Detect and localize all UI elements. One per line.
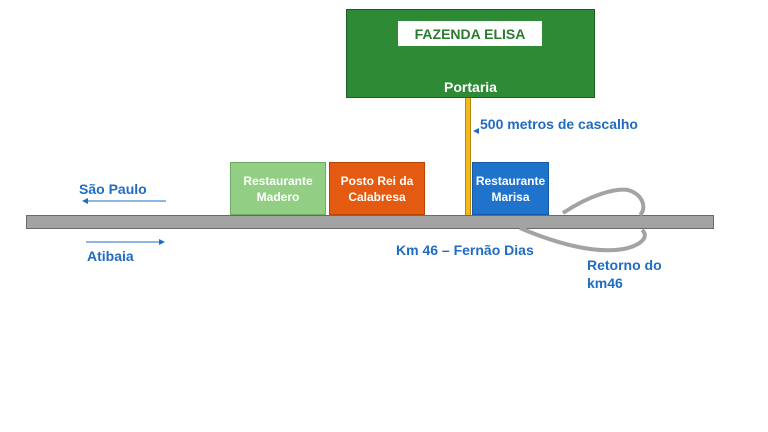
retorno-loop bbox=[561, 187, 646, 217]
sao-paulo-label: São Paulo bbox=[79, 181, 147, 197]
restaurante-madero: Restaurante Madero bbox=[230, 162, 326, 215]
retorno-loop-lower bbox=[519, 226, 647, 253]
gate-label: Portaria bbox=[444, 79, 497, 95]
retorno-label-line1: Retorno do bbox=[587, 257, 662, 273]
highway bbox=[26, 215, 714, 229]
retorno-label-line2: km46 bbox=[587, 275, 623, 291]
km46-label: Km 46 – Fernão Dias bbox=[396, 242, 534, 258]
retorno-label: Retorno do km46 bbox=[587, 256, 697, 292]
posto-rei-da-calabresa: Posto Rei da Calabresa bbox=[329, 162, 425, 215]
atibaia-label: Atibaia bbox=[87, 248, 134, 264]
farm-name: FAZENDA ELISA bbox=[398, 21, 542, 46]
gravel-road-label: 500 metros de cascalho bbox=[480, 116, 638, 132]
restaurante-marisa: Restaurante Marisa bbox=[472, 162, 549, 215]
gravel-road bbox=[465, 98, 471, 216]
